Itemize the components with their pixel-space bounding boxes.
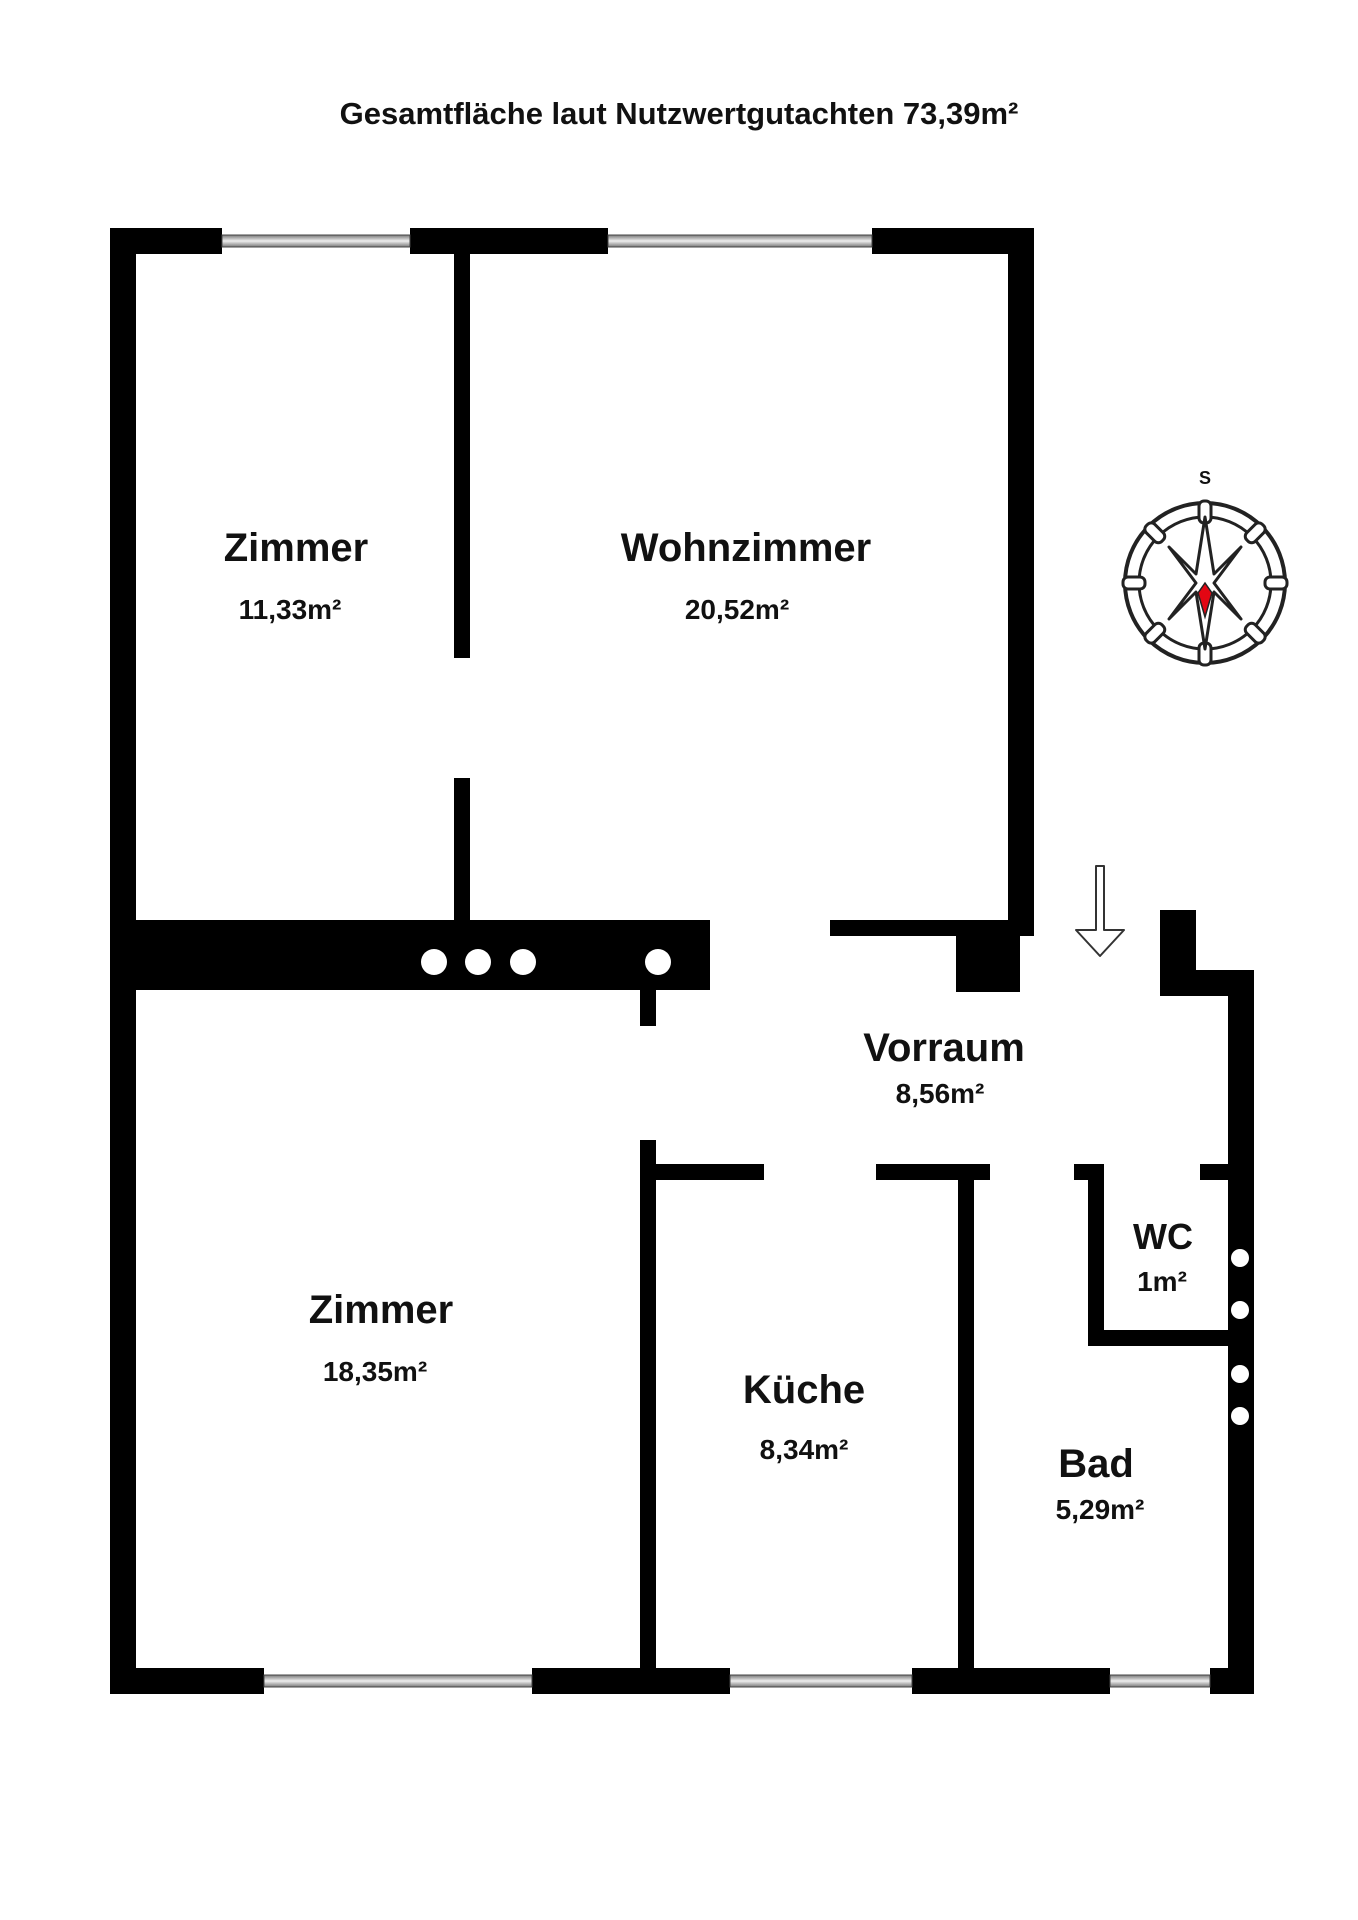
wall-pillar (956, 936, 1020, 992)
wall-wc-top-b (1200, 1164, 1228, 1180)
shafts (421, 949, 671, 975)
shaft-hole (421, 949, 447, 975)
room-area-wc: 1m² (1137, 1266, 1187, 1297)
room-area-vorraum: 8,56m² (895, 1078, 985, 1109)
pipe-hole (1231, 1365, 1249, 1383)
wall-bath-left (958, 1164, 974, 1668)
wall-chimney-block (136, 920, 710, 990)
room-name-zimmer-2: Zimmer (308, 1288, 454, 1332)
outer-walls (110, 228, 1254, 1694)
compass-label: S (1198, 468, 1212, 488)
room-area-kueche: 8,34m² (759, 1434, 849, 1465)
floorplan-title: Gesamtfläche laut Nutzwertgutachten 73,3… (339, 96, 1019, 131)
wall-kitchen-left (640, 1140, 656, 1668)
interior-walls (136, 254, 1228, 1668)
pipes (1231, 1249, 1249, 1425)
window-bottom-kitchen (729, 1674, 913, 1688)
window-top-right (607, 234, 873, 248)
room-name-kueche: Küche (742, 1368, 866, 1412)
room-name-wohnzimmer: Wohnzimmer (620, 526, 872, 570)
windows (221, 234, 1211, 1688)
wall-wc-bottom (1088, 1330, 1228, 1346)
room-area-zimmer-1: 11,33m² (238, 594, 342, 625)
wall-chimney-stub (640, 990, 656, 1026)
wall-hall-top-right (830, 920, 1034, 936)
window-top-left (221, 234, 411, 248)
pipe-hole (1231, 1301, 1249, 1319)
room-area-wohnzimmer: 20,52m² (684, 594, 790, 625)
compass-icon (1121, 499, 1289, 667)
shaft-hole (645, 949, 671, 975)
window-bottom-left (263, 1674, 533, 1688)
pipe-hole (1231, 1249, 1249, 1267)
room-name-zimmer-1: Zimmer (223, 526, 369, 570)
window-bottom-bath (1109, 1674, 1211, 1688)
compass-needle (1197, 581, 1213, 620)
shaft-hole (510, 949, 536, 975)
wall-divider-upper (454, 254, 470, 658)
room-area-zimmer-2: 18,35m² (322, 1356, 428, 1387)
arrow-down-icon (1075, 865, 1125, 957)
room-area-bad: 5,29m² (1055, 1494, 1145, 1525)
room-name-vorraum: Vorraum (863, 1026, 1025, 1070)
room-name-bad: Bad (1058, 1442, 1134, 1486)
room-name-wc: WC (1133, 1216, 1193, 1257)
pipe-hole (1231, 1407, 1249, 1425)
wall-wc-left (1088, 1164, 1104, 1346)
shaft-hole (465, 949, 491, 975)
wall-divider-lower (454, 778, 470, 924)
wall-kitchen-top-a (640, 1164, 764, 1180)
